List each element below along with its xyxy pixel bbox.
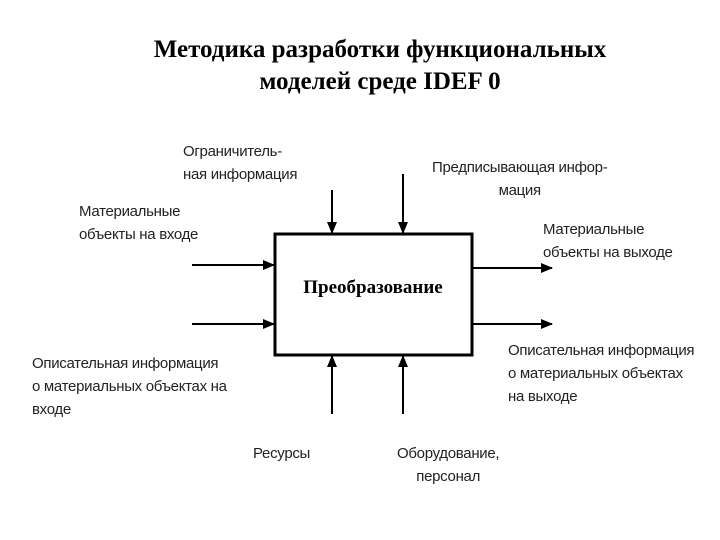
label-output-info: Описательная информация о материальных о… xyxy=(508,342,695,405)
function-box xyxy=(273,232,474,357)
label-output-material: Материальные объекты на выходе xyxy=(543,221,673,261)
label-control-limiting: Ограничитель- ная информация xyxy=(183,143,298,183)
label-control-prescriptive: Предписывающая инфор- мация xyxy=(432,159,608,199)
label-input-info: Описательная информация о материальных о… xyxy=(32,355,227,418)
title-line-1: Методика разработки функциональных xyxy=(153,36,607,63)
title-line-2: моделей среде IDEF 0 xyxy=(259,68,501,95)
label-input-material: Материальные объекты на входе xyxy=(79,203,199,243)
label-mechanism-resources: Ресурсы xyxy=(253,445,311,462)
label-mechanism-equipment: Оборудование, персонал xyxy=(397,445,500,485)
diagram-title: Методика разработки функциональных модел… xyxy=(0,34,720,98)
function-label: Преобразование xyxy=(303,277,443,298)
